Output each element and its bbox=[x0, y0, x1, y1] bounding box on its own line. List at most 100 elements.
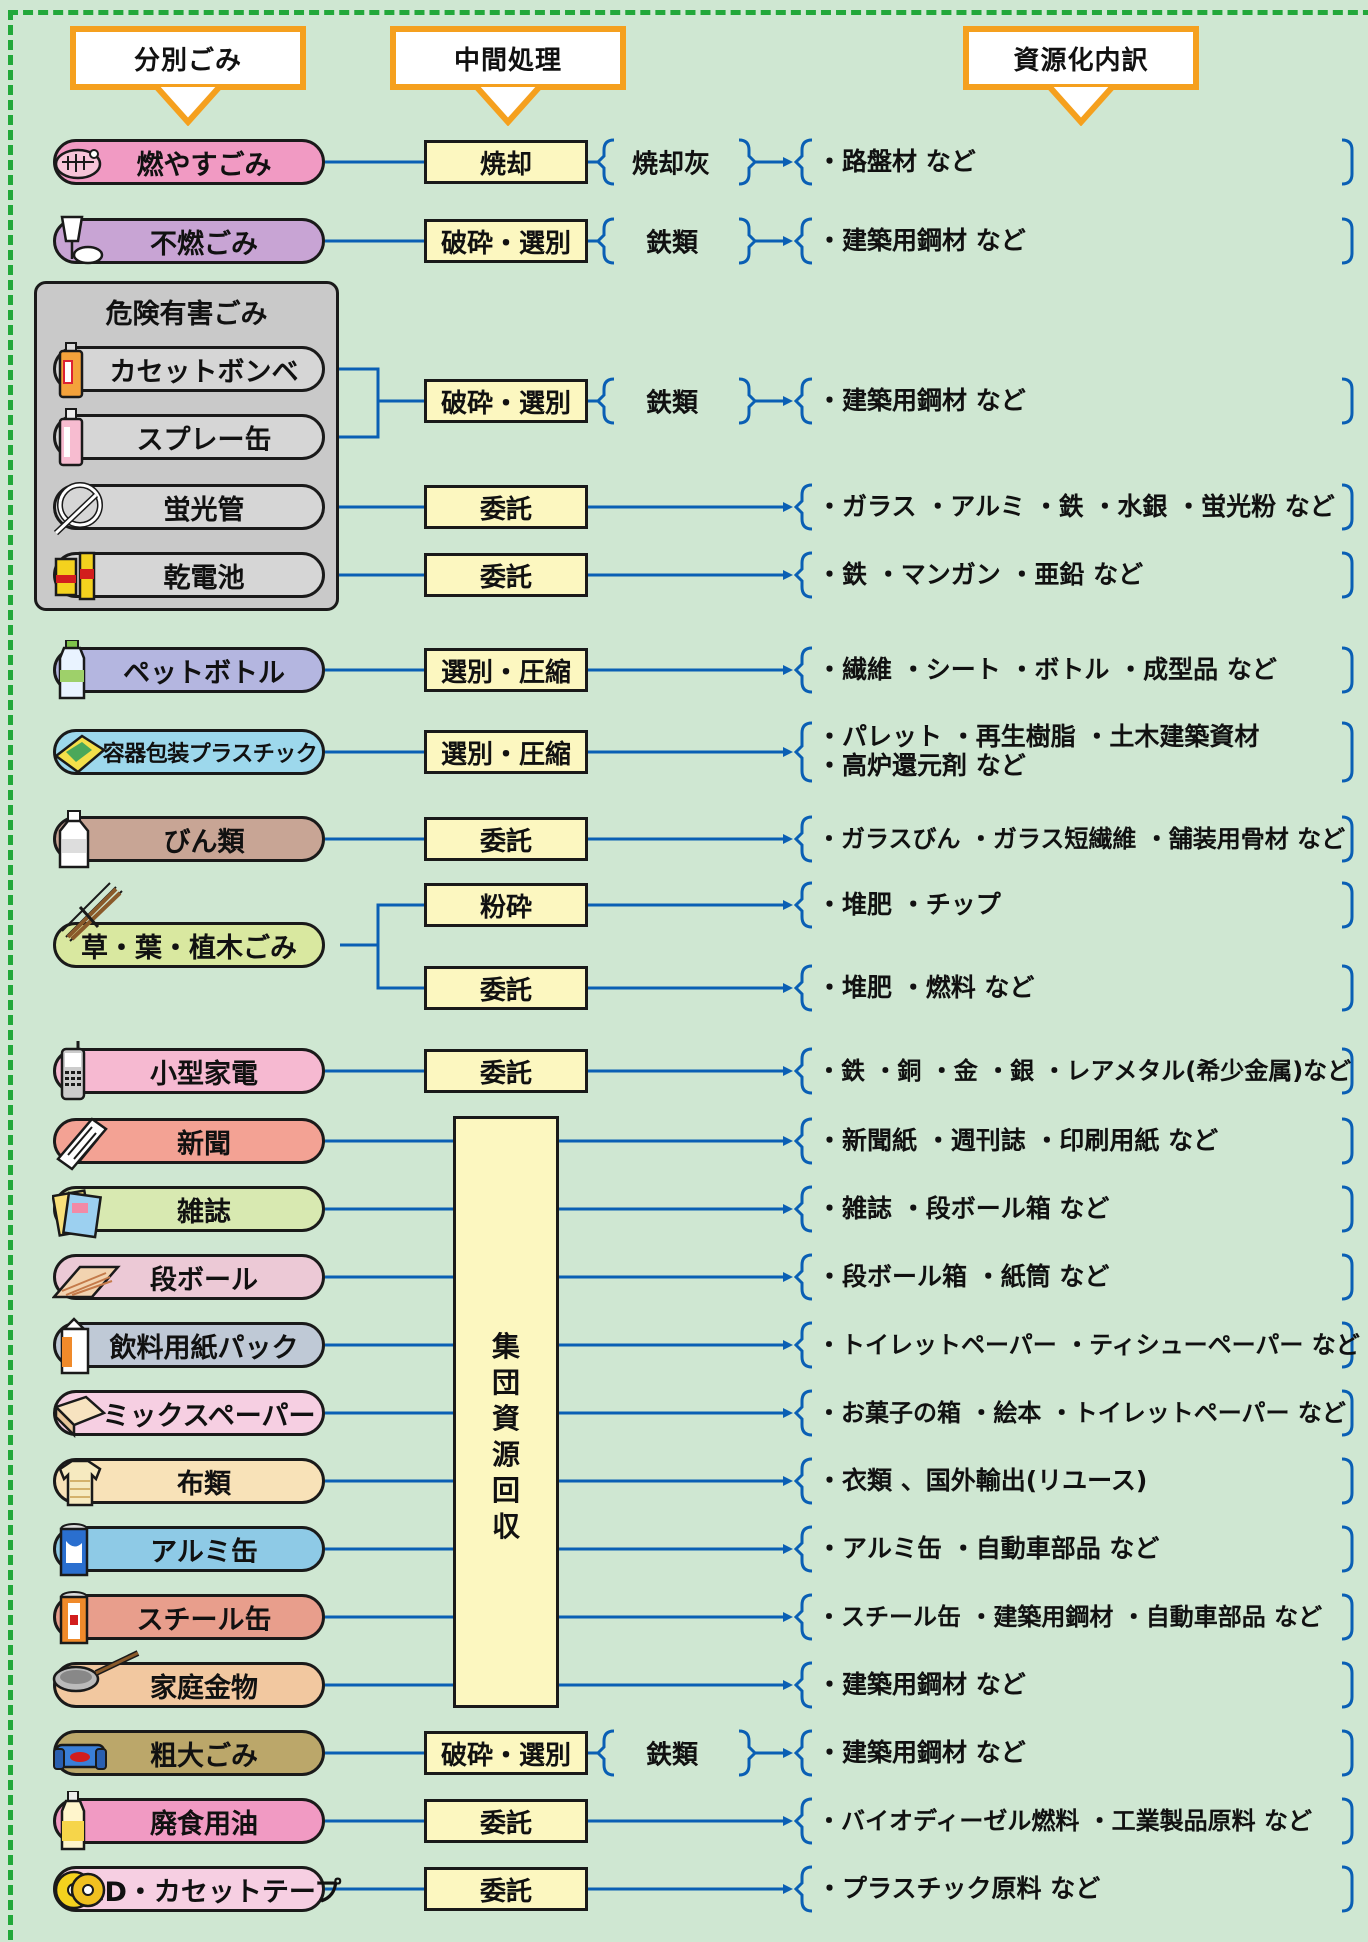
pill-carton-label: 飲料用紙パック bbox=[109, 1332, 299, 1364]
pill-cassette: カセットボンベ bbox=[53, 342, 325, 399]
result-grass: ・堆肥 ・燃料 など bbox=[817, 973, 1035, 1002]
pill-nonburnable-label: 不燃ごみ bbox=[150, 228, 258, 260]
header-breakdown-label: 資源化内訳 bbox=[963, 26, 1199, 90]
pill-steel-label: スチール缶 bbox=[136, 1604, 272, 1636]
process-entrust-appliance: 委託 bbox=[424, 1049, 588, 1093]
pill-magazine: 雑誌 bbox=[52, 1186, 325, 1239]
battery-icon bbox=[54, 551, 96, 601]
pill-metal-label: 家庭金物 bbox=[150, 1672, 258, 1704]
cardboard-icon bbox=[52, 1265, 121, 1299]
result-plastic-line1: ・パレット ・再生樹脂 ・土木建築資材 bbox=[817, 722, 1260, 751]
result-metal: ・建築用鋼材 など bbox=[817, 1670, 1026, 1699]
fish-bone-icon bbox=[54, 148, 102, 180]
intermediate-iron-3: 鉄類 bbox=[646, 1740, 699, 1771]
steel-can-icon bbox=[59, 1591, 89, 1645]
process-crush-sort-1: 破砕・選別 bbox=[424, 219, 588, 263]
result-cardboard: ・段ボール箱 ・紙筒 など bbox=[817, 1262, 1110, 1291]
result-alumi: ・アルミ缶 ・自動車部品 など bbox=[817, 1534, 1160, 1563]
sweater-icon bbox=[58, 1459, 102, 1507]
pill-cassette-label: カセットボンベ bbox=[109, 356, 299, 388]
pill-pet: ペットボトル bbox=[53, 640, 325, 700]
mobile-phone-icon bbox=[60, 1041, 86, 1101]
pill-bulky: 粗大ごみ bbox=[53, 1730, 325, 1776]
pill-battery: 乾電池 bbox=[53, 551, 325, 601]
hazardous-title: 危険有害ごみ bbox=[105, 299, 268, 330]
pill-fluorescent-label: 蛍光管 bbox=[163, 494, 245, 526]
pill-cd-label: CD・カセットテープ bbox=[84, 1876, 342, 1908]
pill-oil-label: 廃食用油 bbox=[150, 1808, 258, 1840]
process-group-collection: 集 団 資 源 回 収 bbox=[453, 1116, 559, 1708]
process-entrust-cd: 委託 bbox=[424, 1867, 588, 1911]
glass-cup-icon bbox=[60, 215, 104, 265]
header-process: 中間処理 bbox=[390, 26, 626, 126]
pill-alumi: アルミ缶 bbox=[53, 1523, 325, 1577]
pill-battery-label: 乾電池 bbox=[163, 562, 245, 594]
pet-bottle-icon bbox=[58, 640, 86, 700]
pill-mixpaper: ミックスペーパー bbox=[53, 1390, 325, 1439]
pill-bottles-label: びん類 bbox=[163, 826, 245, 858]
process-entrust-fluorescent: 委託 bbox=[424, 485, 588, 529]
process-sort-compress-pet: 選別・圧縮 bbox=[424, 648, 588, 692]
result-oil: ・バイオディーゼル燃料 ・工業製品原料 など bbox=[817, 1807, 1313, 1835]
pill-appliance-label: 小型家電 bbox=[150, 1058, 258, 1090]
process-entrust-bottles: 委託 bbox=[424, 817, 588, 861]
pill-cardboard: 段ボール bbox=[52, 1254, 325, 1300]
branches-icon bbox=[61, 882, 123, 942]
pill-magazine-label: 雑誌 bbox=[177, 1196, 231, 1228]
result-mixpaper: ・お菓子の箱 ・絵本 ・トイレットペーパー など bbox=[817, 1399, 1346, 1427]
result-battery: ・鉄 ・マンガン ・亜鉛 など bbox=[817, 560, 1144, 589]
intermediate-iron-1: 鉄類 bbox=[646, 228, 699, 259]
fluorescent-tube-icon bbox=[53, 482, 103, 536]
glass-bottle-icon bbox=[58, 810, 90, 869]
newspaper-icon bbox=[56, 1117, 108, 1171]
pill-appliance: 小型家電 bbox=[53, 1041, 325, 1101]
pill-plastic-label: 容器包装プラスチック bbox=[102, 742, 318, 767]
pill-newspaper-label: 新聞 bbox=[177, 1128, 231, 1160]
header-process-arrow-icon bbox=[469, 84, 547, 126]
frying-pan-icon bbox=[52, 1650, 140, 1693]
result-bulky: ・建築用鋼材 など bbox=[817, 1738, 1026, 1767]
pill-cd: CD・カセットテープ bbox=[53, 1866, 341, 1912]
process-entrust-battery: 委託 bbox=[424, 553, 588, 597]
result-bottles: ・ガラスびん ・ガラス短繊維 ・舗装用骨材 など bbox=[817, 825, 1346, 853]
pill-alumi-label: アルミ缶 bbox=[150, 1536, 258, 1568]
header-breakdown-arrow-icon bbox=[1042, 84, 1120, 126]
pill-carton: 飲料用紙パック bbox=[53, 1317, 325, 1375]
process-group-collection-label: 集 団 資 源 回 収 bbox=[491, 1330, 520, 1543]
pill-grass-label: 草・葉・植木ごみ bbox=[81, 932, 297, 964]
result-pulverize: ・堆肥 ・チップ bbox=[817, 890, 1001, 919]
result-burnable: ・路盤材 など bbox=[817, 147, 976, 176]
magazine-icon bbox=[52, 1189, 103, 1239]
process-incinerate: 焼却 bbox=[424, 140, 588, 184]
process-entrust-grass: 委託 bbox=[424, 966, 588, 1010]
pill-nonburnable: 不燃ごみ bbox=[53, 215, 325, 265]
pill-spray-label: スプレー缶 bbox=[136, 424, 272, 456]
pill-steel: スチール缶 bbox=[53, 1591, 325, 1645]
sofa-icon bbox=[53, 1743, 107, 1770]
result-fluorescent: ・ガラス ・アルミ ・鉄 ・水銀 ・蛍光粉 など bbox=[817, 492, 1335, 521]
result-pet: ・繊維 ・シート ・ボトル ・成型品 など bbox=[817, 655, 1277, 684]
header-sorted: 分別ごみ bbox=[70, 26, 306, 126]
result-magazine: ・雑誌 ・段ボール箱 など bbox=[817, 1194, 1110, 1223]
pill-cardboard-label: 段ボール bbox=[150, 1264, 258, 1296]
paper-box-icon bbox=[53, 1395, 107, 1439]
oil-bottle-icon bbox=[60, 1791, 86, 1851]
process-crush-sort-2: 破砕・選別 bbox=[424, 379, 588, 423]
result-steel: ・スチール缶 ・建築用鋼材 ・自動車部品 など bbox=[817, 1603, 1323, 1631]
process-crush-sort-3: 破砕・選別 bbox=[424, 1731, 588, 1775]
pill-oil: 廃食用油 bbox=[53, 1791, 325, 1851]
pill-burnable-label: 燃やすごみ bbox=[136, 149, 272, 181]
gas-canister-icon bbox=[58, 342, 84, 399]
process-entrust-oil: 委託 bbox=[424, 1799, 588, 1843]
pill-bottles: びん類 bbox=[53, 810, 325, 869]
pill-plastic: 容器包装プラスチック bbox=[53, 729, 325, 775]
pill-bulky-label: 粗大ごみ bbox=[150, 1740, 258, 1772]
intermediate-iron-2: 鉄類 bbox=[646, 388, 699, 419]
pill-pet-label: ペットボトル bbox=[123, 657, 285, 689]
intermediate-ash: 焼却灰 bbox=[632, 149, 711, 180]
header-sorted-arrow-icon bbox=[149, 84, 227, 126]
pill-cloth-label: 布類 bbox=[177, 1468, 231, 1500]
pill-cloth: 布類 bbox=[53, 1458, 325, 1507]
